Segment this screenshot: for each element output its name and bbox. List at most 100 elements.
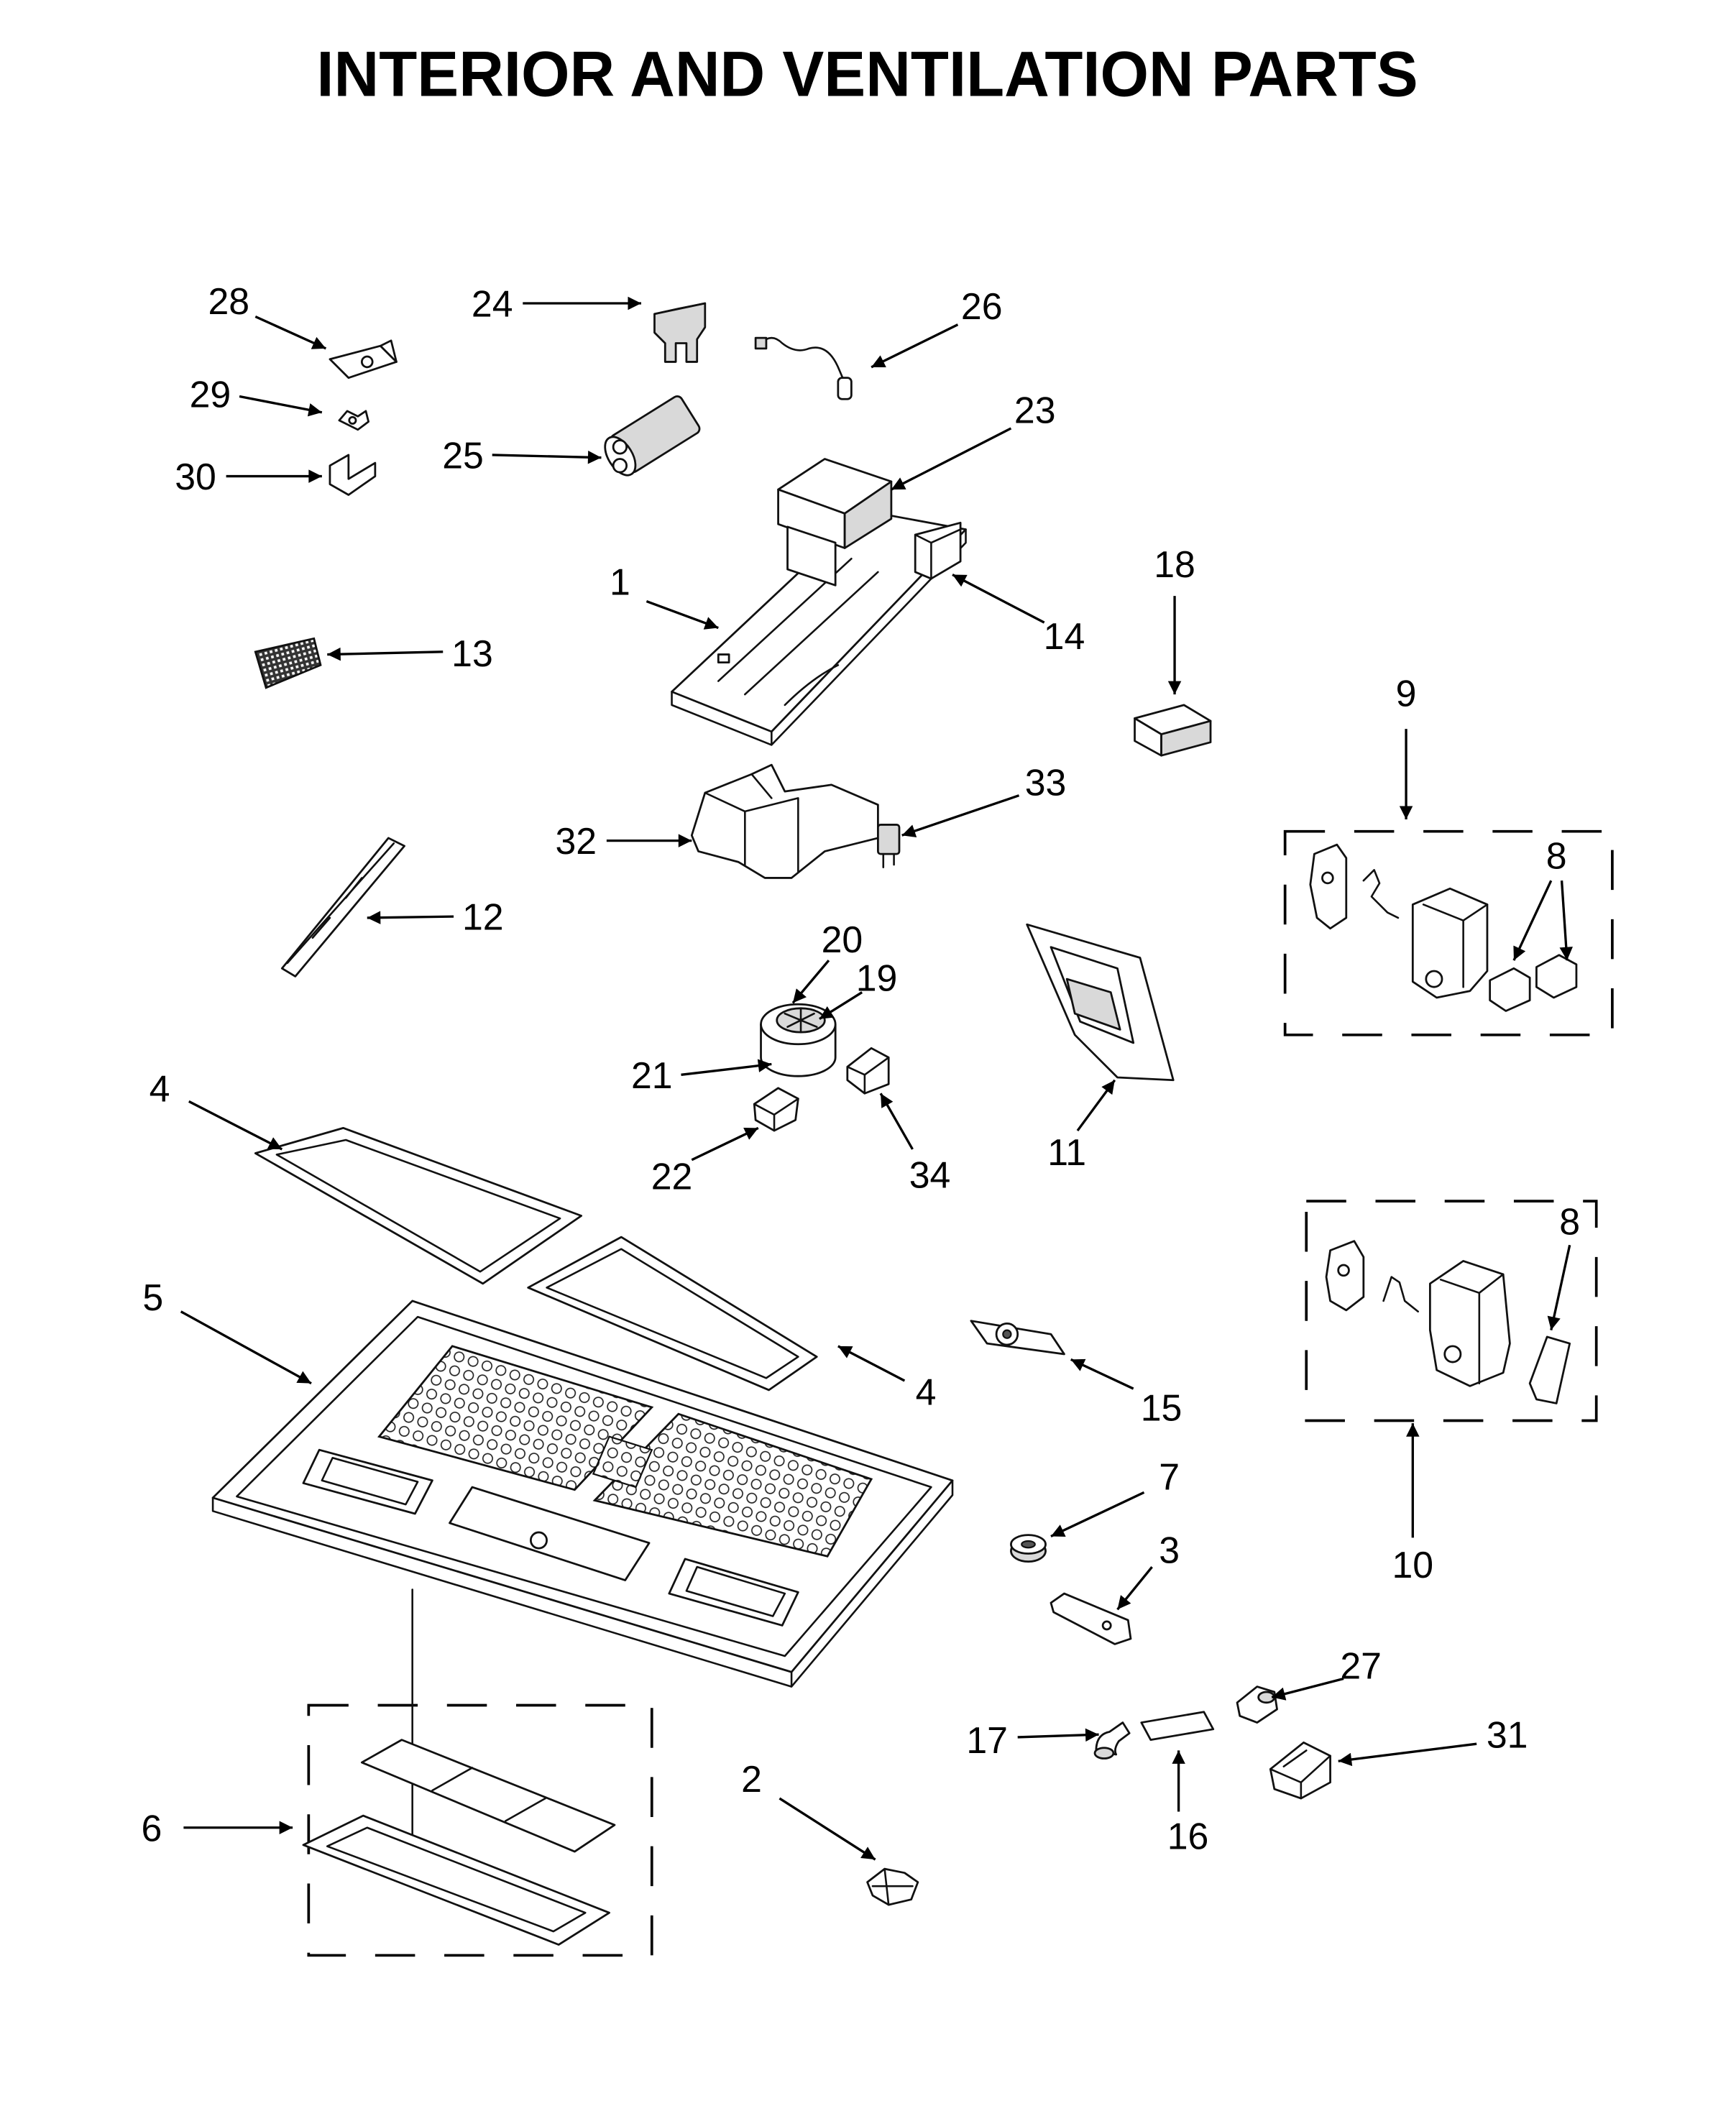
kit-10-latch-hole	[1337, 1264, 1350, 1277]
leader-20	[791, 960, 830, 1004]
callout-15: 15	[1141, 1386, 1182, 1428]
part-28	[329, 339, 398, 380]
leader-12	[367, 911, 454, 924]
callout-1: 1	[610, 561, 630, 602]
callout-10: 10	[1392, 1544, 1433, 1586]
kit-9-body-detail	[1422, 903, 1489, 988]
part-18	[1134, 704, 1212, 757]
part-7-hole	[1021, 1540, 1036, 1549]
leader-22	[691, 1126, 759, 1162]
part-13	[254, 637, 322, 689]
callout-7: 7	[1159, 1456, 1180, 1498]
leader-29	[239, 395, 323, 417]
callout-33: 33	[1025, 762, 1067, 804]
kit-9-spring	[1362, 869, 1400, 919]
callout-21: 21	[631, 1054, 673, 1096]
part-12-detail	[286, 842, 395, 965]
vent-frame-outer	[302, 1814, 610, 1946]
part-2	[866, 1867, 919, 1906]
opening-left-inner	[321, 1457, 419, 1506]
leader-arrows	[180, 296, 1573, 1861]
part-16-tube	[1140, 1711, 1215, 1742]
leader-8-top-b	[1559, 880, 1573, 961]
opening-left	[302, 1448, 433, 1515]
leader-25	[492, 450, 602, 464]
part-22-edge	[753, 1098, 799, 1132]
part-3-bracket	[1050, 1592, 1132, 1645]
vent-cover	[360, 1739, 616, 1853]
filter-left-inner	[275, 1139, 561, 1273]
callout-5: 5	[142, 1277, 163, 1318]
waveguide-box	[449, 1486, 651, 1581]
kit-box-10	[1305, 1200, 1598, 1422]
part-32	[690, 763, 879, 879]
callout-6: 6	[142, 1807, 162, 1849]
kit-10-parts	[1325, 1240, 1511, 1387]
part-18-side	[1160, 719, 1212, 757]
callout-31: 31	[1487, 1714, 1528, 1756]
part-8-a	[1489, 954, 1578, 1012]
part-24-edge	[653, 302, 707, 316]
callout-22: 22	[651, 1155, 693, 1197]
callout-19: 19	[856, 957, 898, 999]
callout-24: 24	[472, 283, 513, 325]
part-26-terminal	[754, 336, 768, 350]
part-33-lead	[882, 852, 895, 868]
part-15	[970, 1320, 1065, 1356]
part-19	[784, 1007, 818, 1034]
leader-17	[1017, 1728, 1099, 1742]
page-title: INTERIOR AND VENTILATION PARTS	[316, 38, 1418, 109]
leader-3	[1116, 1565, 1153, 1611]
leader-33	[901, 794, 1020, 838]
part-19-blades	[784, 1007, 818, 1034]
leader-27	[1271, 1677, 1344, 1701]
leader-7	[1050, 1491, 1145, 1537]
part-29	[338, 410, 369, 431]
part-34	[846, 1047, 890, 1095]
part-6	[302, 1739, 616, 1946]
vent-frame-inner	[326, 1826, 587, 1933]
callout-34: 34	[909, 1154, 951, 1196]
callout-8-bottom: 8	[1559, 1200, 1580, 1242]
leader-1	[646, 599, 719, 630]
panel-flange	[211, 1479, 954, 1688]
callout-28: 28	[208, 280, 249, 322]
part-23-core	[786, 525, 837, 587]
kit-10-spring	[1382, 1276, 1420, 1313]
part-22-switch	[753, 1087, 799, 1132]
part-32-detail	[704, 773, 799, 873]
part-34-edge	[846, 1056, 890, 1095]
part-25-terminal-a	[612, 439, 628, 455]
callout-11: 11	[1047, 1131, 1086, 1173]
callout-29: 29	[190, 373, 231, 415]
part-27	[1236, 1685, 1278, 1724]
part-33-device	[876, 824, 901, 855]
part-14-edge	[914, 528, 962, 580]
part-1-flange	[671, 528, 967, 746]
part-3	[1050, 1592, 1132, 1645]
callout-13: 13	[451, 633, 493, 674]
part-22	[753, 1087, 799, 1132]
part-31-box	[1269, 1741, 1331, 1800]
leader-8-bottom	[1547, 1244, 1571, 1330]
part-14	[914, 521, 962, 580]
opening-right-inner	[685, 1565, 786, 1617]
filter-left-outer	[254, 1126, 583, 1285]
part-14-box	[914, 521, 962, 580]
part-31-detail	[1269, 1749, 1331, 1800]
part-32-housing	[690, 763, 879, 879]
leader-15	[1070, 1358, 1134, 1390]
part-4-left	[254, 1126, 583, 1285]
part-29-hole	[348, 415, 357, 425]
callout-32: 32	[555, 820, 597, 862]
part-13-grille	[254, 637, 322, 689]
callout-labels: 28 24 26 29 23 25 30 1 18 14 13 9 33 32 …	[142, 280, 1581, 1857]
leader-5	[180, 1310, 312, 1385]
part-11-window	[1065, 978, 1121, 1031]
part-31	[1269, 1741, 1331, 1800]
kit-9-latch-hole	[1321, 871, 1334, 885]
part-3-hole	[1101, 1620, 1112, 1631]
leader-14	[952, 574, 1045, 624]
callout-12: 12	[462, 896, 504, 938]
part-8-b	[1528, 1335, 1571, 1404]
